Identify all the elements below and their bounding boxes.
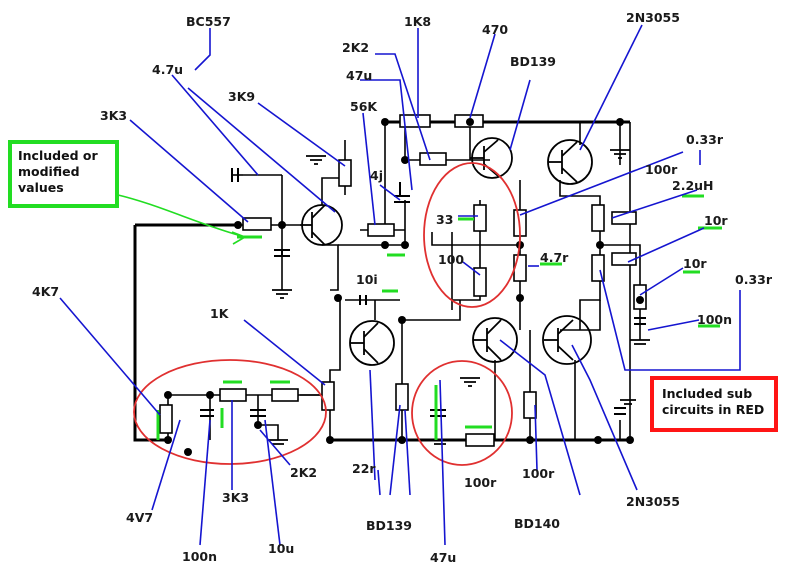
resistor-0-33r-top bbox=[591, 204, 605, 232]
green-highlights bbox=[117, 194, 722, 440]
zener-4v7 bbox=[159, 404, 173, 434]
resistor-3k3-bias bbox=[219, 388, 247, 402]
capacitors bbox=[200, 168, 646, 417]
label-3k3-bias: 3K3 bbox=[222, 490, 249, 505]
label-4j: 4j bbox=[370, 168, 383, 183]
red-highlight-circles bbox=[133, 162, 521, 466]
label-10r-a: 10r bbox=[704, 213, 728, 228]
resistor-4-7r bbox=[513, 254, 527, 282]
label-10i: 10i bbox=[356, 272, 378, 287]
label-2-2uh: 2.2uH bbox=[672, 178, 714, 193]
resistor-2k2-top bbox=[419, 152, 447, 166]
resistor-10r-a bbox=[611, 252, 637, 266]
resistor-33 bbox=[473, 204, 487, 232]
transistor-bd139-top bbox=[470, 137, 513, 179]
resistor-1k bbox=[321, 381, 335, 411]
label-4u7-input: 4.7u bbox=[152, 62, 183, 77]
transistor-2n3055-top bbox=[547, 139, 593, 185]
label-4v7: 4V7 bbox=[126, 510, 153, 525]
label-3k9: 3K9 bbox=[228, 89, 255, 104]
label-2n3055-top: 2N3055 bbox=[626, 10, 680, 25]
label-100: 100 bbox=[438, 252, 464, 267]
transistors bbox=[300, 137, 593, 366]
label-100r-top: 100r bbox=[645, 162, 678, 177]
label-47u-bottom: 47u bbox=[430, 550, 456, 565]
resistor-3k3-input bbox=[242, 217, 272, 231]
junctions bbox=[164, 118, 644, 456]
label-10u: 10u bbox=[268, 541, 294, 556]
label-4k7: 4K7 bbox=[32, 284, 59, 299]
label-0-33r-top: 0.33r bbox=[686, 132, 724, 147]
label-470: 470 bbox=[482, 22, 508, 37]
label-1k: 1K bbox=[210, 306, 230, 321]
label-56k: 56K bbox=[350, 99, 378, 114]
resistor-100r-right bbox=[523, 391, 537, 419]
resistor-56k bbox=[367, 223, 395, 237]
note-included-modified-values: Included or modified values bbox=[8, 140, 119, 208]
label-bd139-top: BD139 bbox=[510, 54, 556, 69]
note-included-sub-circuits: Included sub circuits in RED bbox=[650, 376, 778, 432]
label-3k3-top: 3K3 bbox=[100, 108, 127, 123]
label-1k8: 1K8 bbox=[404, 14, 431, 29]
label-33: 33 bbox=[436, 212, 453, 227]
label-10r-b: 10r bbox=[683, 256, 707, 271]
transistor-bc557 bbox=[300, 204, 343, 246]
resistor-22r bbox=[395, 383, 409, 411]
resistor-2k2-bias bbox=[271, 388, 299, 402]
label-2n3055-bottom: 2N3055 bbox=[626, 494, 680, 509]
label-2k2-top: 2K2 bbox=[342, 40, 369, 55]
leader-lines bbox=[59, 24, 741, 546]
label-4-7r: 4.7r bbox=[540, 250, 569, 265]
transistor-2n3055-bottom bbox=[542, 315, 592, 365]
resistor-100 bbox=[473, 267, 487, 297]
label-100r-bottom: 100r bbox=[464, 475, 497, 490]
label-47u-top: 47u bbox=[346, 68, 372, 83]
transistor-bd140 bbox=[472, 317, 518, 363]
resistor-3k9 bbox=[338, 159, 352, 187]
label-100r-right: 100r bbox=[522, 466, 555, 481]
label-100n-right: 100n bbox=[697, 312, 732, 327]
label-2k2-bias: 2K2 bbox=[290, 465, 317, 480]
grounds bbox=[268, 149, 650, 445]
component-labels: BC557 4.7u 3K3 3K9 1K8 2K2 47u 470 56K B… bbox=[32, 10, 773, 565]
label-bd140: BD140 bbox=[514, 516, 560, 531]
label-0-33r-mid: 0.33r bbox=[735, 272, 773, 287]
resistors bbox=[159, 114, 647, 447]
label-100n-bottom: 100n bbox=[182, 549, 217, 564]
label-bc557: BC557 bbox=[186, 14, 231, 29]
red-circle-bootstrap bbox=[411, 360, 513, 466]
red-circle-bias bbox=[423, 162, 521, 308]
label-bd139-driver: BD139 bbox=[366, 518, 412, 533]
red-circle-regulator bbox=[133, 359, 327, 465]
resistor-100r-bottom bbox=[465, 433, 495, 447]
label-22r: 22r bbox=[352, 461, 376, 476]
transistor-bd139-driver bbox=[349, 320, 395, 366]
